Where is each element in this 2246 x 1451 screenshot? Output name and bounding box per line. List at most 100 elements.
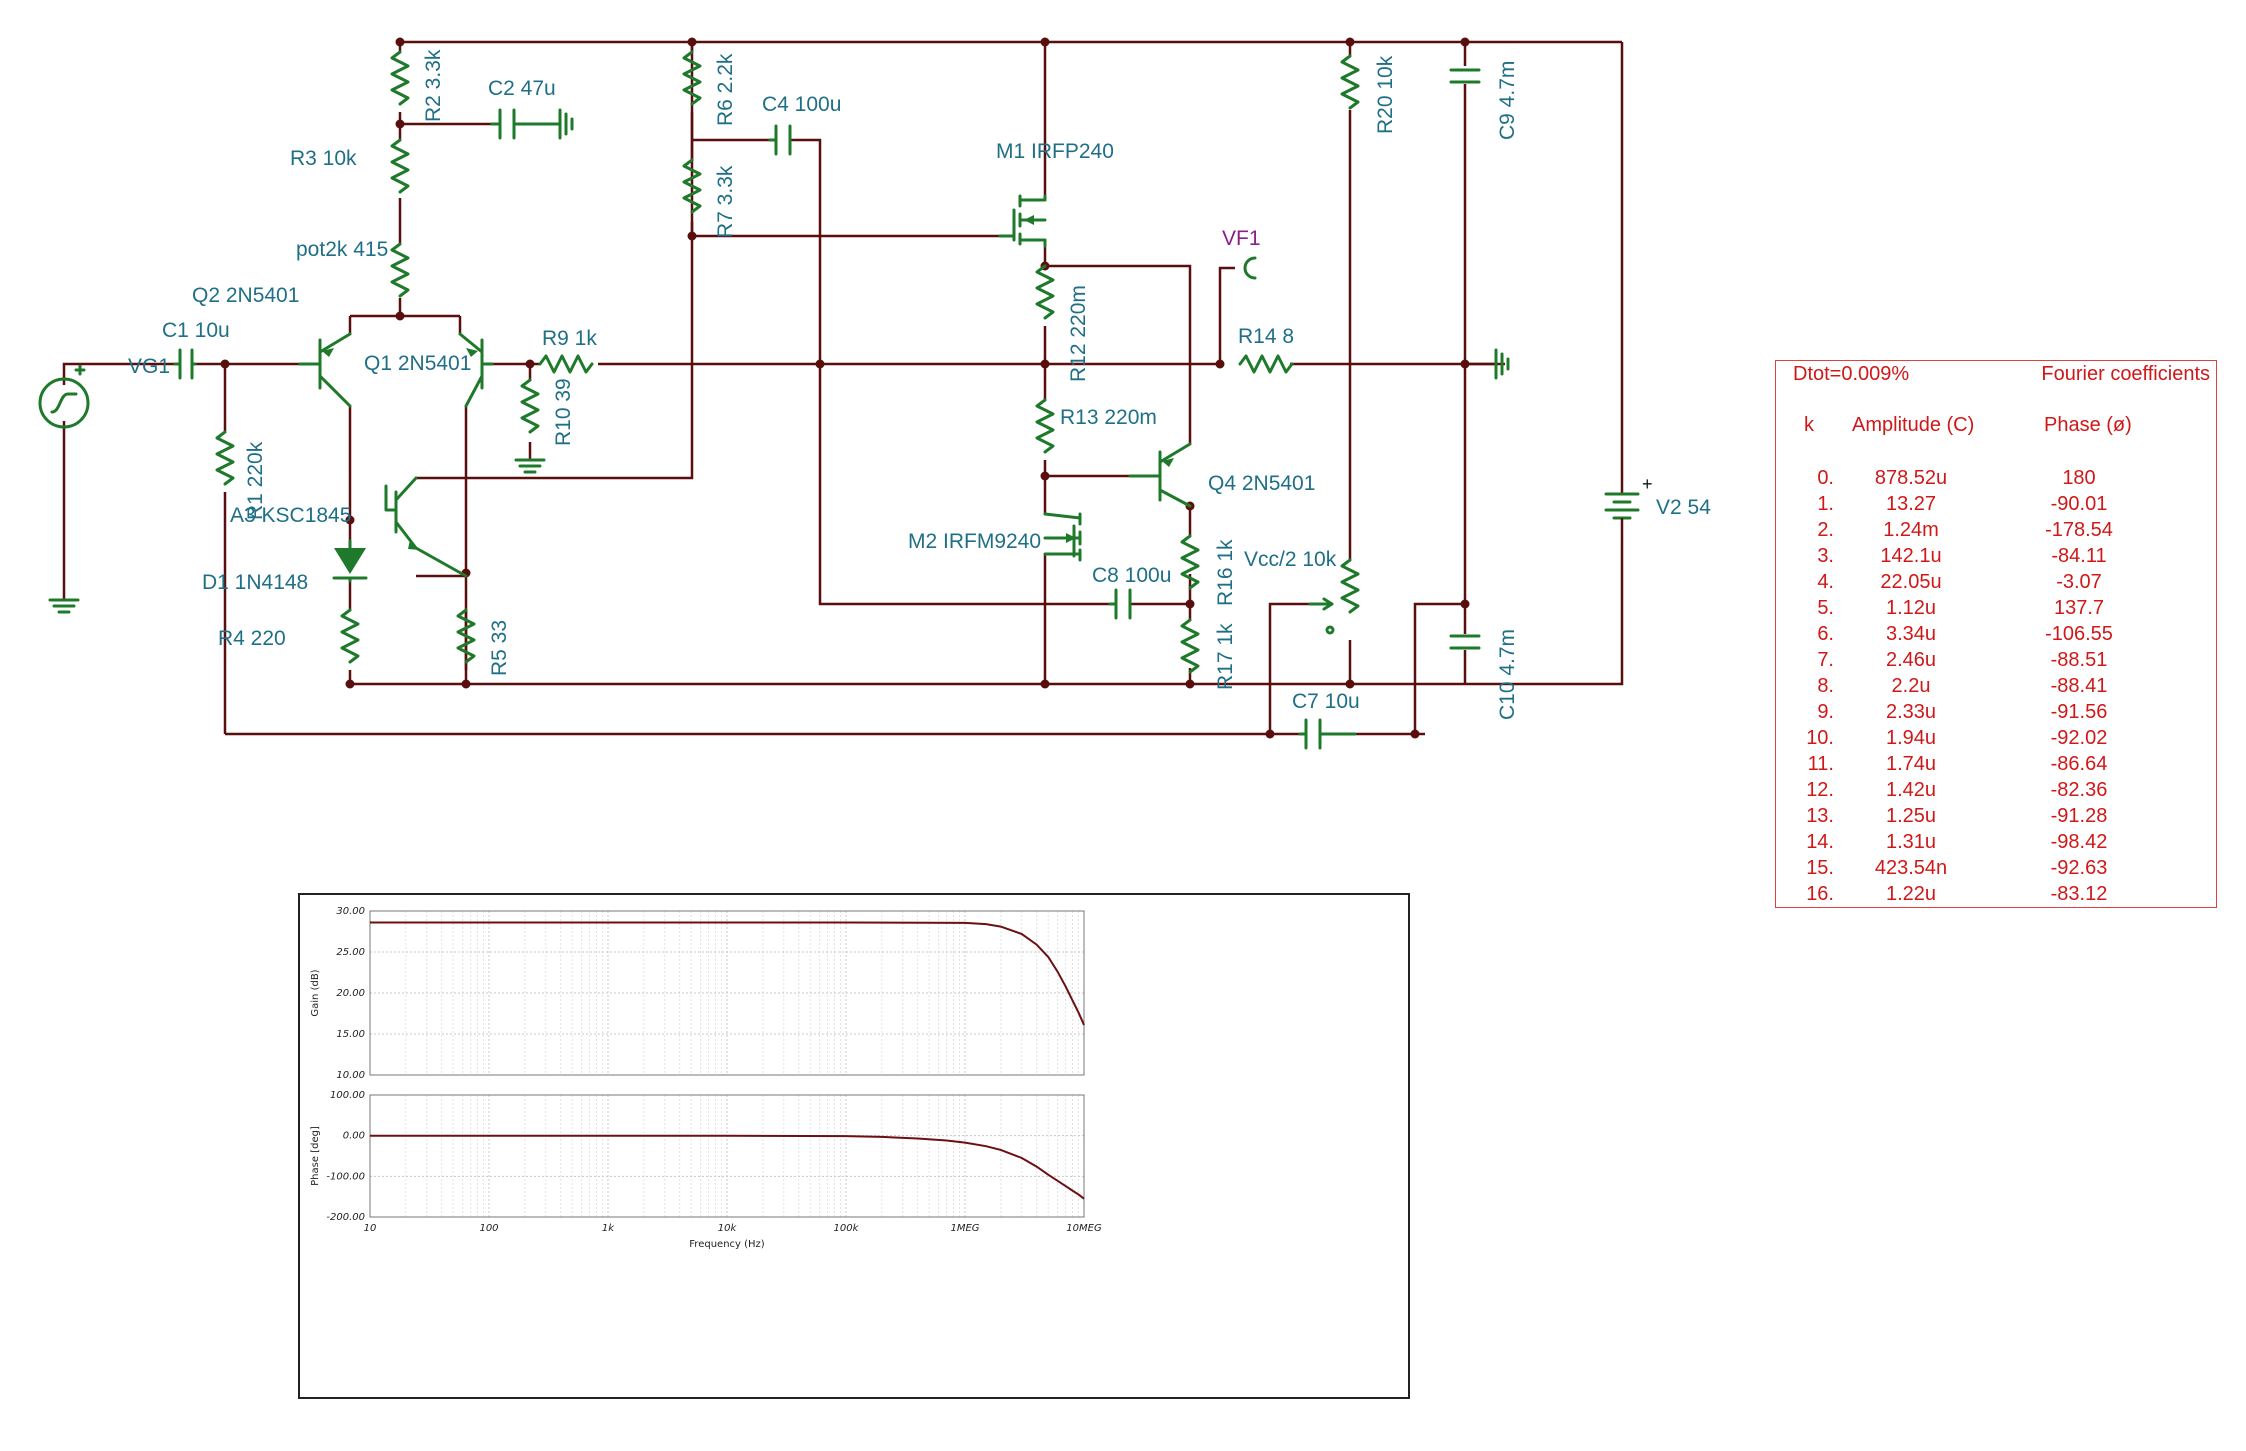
fourier-k: 3. [1817, 545, 1834, 567]
fourier-coefficients-panel: Dtot=0.009% Fourier coefficients k Ampli… [1775, 360, 2217, 908]
label-r1: R1 220k [244, 441, 267, 520]
label-r17: R17 1k [1214, 623, 1237, 690]
capacitors [173, 68, 1481, 750]
fourier-phase: -86.64 [2050, 753, 2108, 775]
label-r9: R9 1k [542, 327, 597, 350]
gain-axis-label: Gain (dB) [310, 969, 321, 1016]
fourier-phase: -91.56 [2050, 701, 2108, 723]
y-tick-label: 30.00 [336, 906, 365, 917]
fourier-row: 8.2.2u-88.41 [1776, 675, 2216, 701]
label-r13: R13 220m [1060, 406, 1157, 429]
label-c2: C2 47u [488, 77, 556, 100]
label-r2: R2 3.3k [422, 49, 445, 122]
label-v2: V2 54 [1656, 496, 1711, 519]
resistor-r7 [682, 158, 702, 214]
resistor-r16 [1180, 534, 1200, 590]
pot-wiper [1308, 597, 1334, 611]
transistor-q2 [298, 332, 352, 408]
y-tick-label: -100.00 [326, 1171, 365, 1182]
fourier-row: 15.423.54n-92.63 [1776, 857, 2216, 883]
resistor-r2 [390, 50, 410, 106]
y-tick-label: 15.00 [336, 1029, 365, 1040]
fourier-amplitude: 22.05u [1880, 571, 1942, 593]
capacitor-c8 [1108, 588, 1132, 620]
potentiometer-vcc [1340, 558, 1360, 614]
resistor-r9 [538, 354, 594, 374]
fourier-k: 2. [1817, 519, 1834, 541]
fourier-row: 1.13.27-90.01 [1776, 493, 2216, 519]
label-r3: R3 10k [290, 147, 357, 170]
y-tick-label: 25.00 [336, 947, 365, 958]
label-r10: R10 39 [552, 378, 575, 446]
diode-d1 [332, 539, 368, 583]
label-c10: C10 4.7m [1496, 629, 1519, 720]
resistor-r17 [1180, 618, 1200, 674]
col-k-header: k [1804, 414, 1814, 436]
transistor-q3 [384, 476, 468, 578]
mosfet-m2 [1043, 512, 1082, 562]
fourier-amplitude: 13.27 [1885, 493, 1937, 515]
y-tick-label: 20.00 [336, 988, 365, 999]
fourier-amplitude: 2.46u [1885, 649, 1937, 671]
fourier-amplitude: 2.2u [1891, 675, 1931, 697]
battery-v2 [1604, 478, 1640, 538]
phase-axis-label: Phase [deg] [310, 1126, 321, 1186]
label-c4: C4 100u [762, 93, 841, 116]
resistor-r13 [1035, 398, 1055, 454]
ground-symbols [48, 108, 1510, 614]
fourier-row: 4.22.05u-3.07 [1776, 571, 2216, 597]
fourier-row: 3.142.1u-84.11 [1776, 545, 2216, 571]
ground-output [1494, 348, 1510, 380]
fourier-k: 10. [1806, 727, 1834, 749]
y-tick-label: -200.00 [326, 1212, 365, 1223]
x-tick-label: 1k [602, 1223, 615, 1234]
x-tick-label: 100 [479, 1223, 498, 1234]
ground-r10 [514, 458, 546, 474]
fourier-amplitude: 3.34u [1885, 623, 1937, 645]
fourier-phase: -88.51 [2050, 649, 2108, 671]
label-r16: R16 1k [1214, 539, 1237, 606]
label-r7: R7 3.3k [714, 165, 737, 238]
label-d1: D1 1N4148 [202, 571, 308, 594]
fourier-phase: -82.36 [2050, 779, 2108, 801]
fourier-row: 12.1.42u-82.36 [1776, 779, 2216, 805]
label-q1: Q1 2N5401 [364, 352, 471, 375]
fourier-row: 9.2.33u-91.56 [1776, 701, 2216, 727]
transistor-q1 [458, 332, 494, 408]
fourier-k: 6. [1817, 623, 1834, 645]
fourier-amplitude: 1.12u [1885, 597, 1937, 619]
label-c8: C8 100u [1092, 564, 1171, 587]
fourier-row: 7. 2.46u -88.51 [1776, 649, 2216, 675]
fourier-phase: -178.54 [2045, 519, 2113, 541]
label-r6: R6 2.2k [714, 53, 737, 126]
fourier-k: 13. [1806, 805, 1834, 827]
junction-dots [220, 37, 1470, 739]
dtot-label: Dtot=0.009% [1793, 363, 1910, 385]
series-line [370, 1134, 1085, 1200]
fourier-amplitude: 1.24m [1883, 519, 1939, 541]
fourier-phase: -106.55 [2045, 623, 2113, 645]
fourier-phase: -88.41 [2050, 675, 2108, 697]
plot-frame [369, 910, 1085, 1076]
fourier-amplitude: 1.74u [1885, 753, 1937, 775]
label-r4: R4 220 [218, 627, 286, 650]
fourier-k: 7. [1817, 649, 1834, 671]
x-tick-label: 100k [834, 1223, 860, 1234]
resistor-r5 [456, 608, 476, 664]
series-line [370, 921, 1085, 1026]
label-r14: R14 8 [1238, 325, 1294, 348]
capacitor-c10 [1449, 634, 1481, 650]
fourier-k: 1. [1817, 493, 1834, 515]
ground-c2 [558, 108, 574, 140]
y-tick-label: 100.00 [330, 1090, 365, 1101]
fourier-amplitude: 423.54n [1874, 857, 1948, 879]
fourier-k: 4. [1817, 571, 1834, 593]
capacitor-c1 [173, 348, 197, 380]
fourier-title: Fourier coefficients [2041, 363, 2210, 385]
fourier-row: 6. 3.34u -106.55 [1776, 623, 2216, 649]
resistor-r3 [390, 138, 410, 194]
